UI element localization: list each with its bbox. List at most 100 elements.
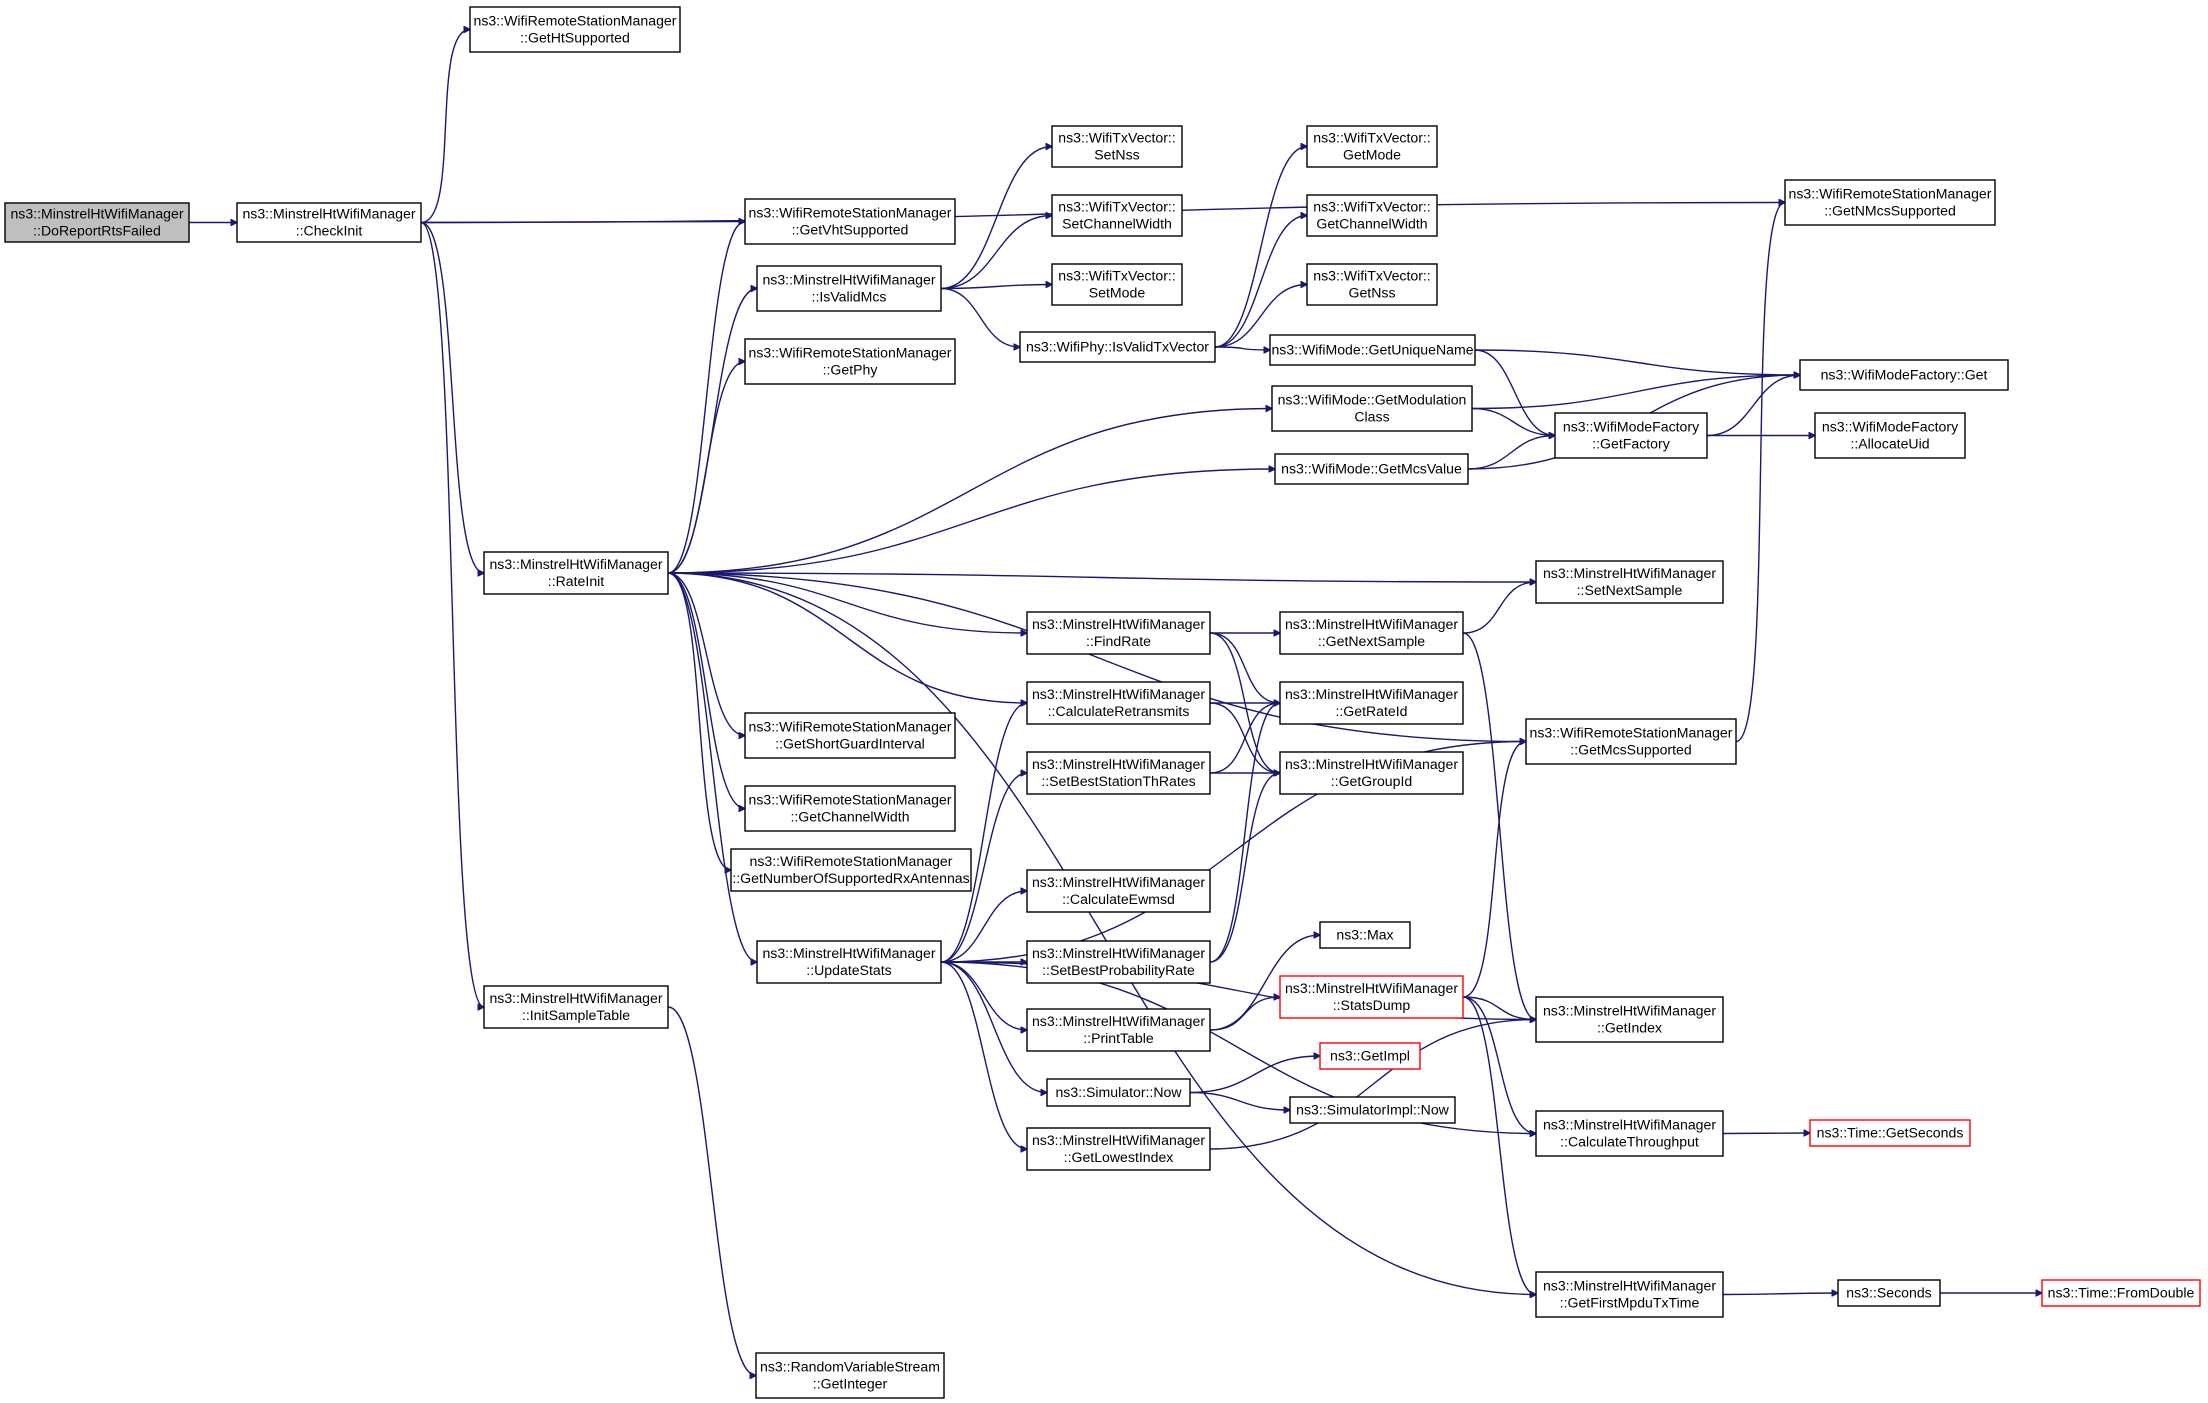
- edge-line: [667, 572, 1536, 582]
- node-box: [1271, 385, 1473, 432]
- node-root[interactable]: ns3::MinstrelHtWifiManager::DoReportRtsF…: [4, 202, 190, 243]
- node-getuname[interactable]: ns3::WifiMode::GetUniqueName: [1269, 334, 1476, 366]
- node-getindex[interactable]: ns3::MinstrelHtWifiManager::GetIndex: [1535, 996, 1724, 1043]
- node-isvalidmcs[interactable]: ns3::MinstrelHtWifiManager::IsValidMcs: [756, 265, 942, 312]
- node-getnmcs[interactable]: ns3::WifiRemoteStationManager::GetNMcsSu…: [1784, 179, 1996, 226]
- node-label: ::DoReportRtsFailed: [33, 223, 161, 239]
- node-getmcsvalue[interactable]: ns3::WifiMode::GetMcsValue: [1274, 453, 1469, 485]
- node-label: ns3::MinstrelHtWifiManager: [1285, 686, 1458, 702]
- node-label: ::UpdateStats: [806, 962, 891, 978]
- node-getinteger[interactable]: ns3::RandomVariableStream::GetInteger: [755, 1352, 945, 1399]
- node-setnextsample[interactable]: ns3::MinstrelHtWifiManager::SetNextSampl…: [1535, 560, 1724, 604]
- node-setmode[interactable]: ns3::WifiTxVector::SetMode: [1051, 263, 1183, 306]
- node-getseconds[interactable]: ns3::Time::GetSeconds: [1809, 1119, 1971, 1147]
- call-edges: [189, 30, 2042, 1376]
- edge-line: [1706, 375, 1800, 437]
- edge-setbestprob-to-getrateid: [1209, 703, 1280, 963]
- node-label: ::StatsDump: [1333, 997, 1411, 1013]
- edge-getfirstmpdu-to-seconds: [1722, 1293, 1838, 1295]
- edge-line: [420, 30, 470, 224]
- edge-line: [1462, 582, 1536, 634]
- node-label: ::IsValidMcs: [812, 289, 887, 305]
- node-fromdouble[interactable]: ns3::Time::FromDouble: [2041, 1279, 2201, 1307]
- node-getcw[interactable]: ns3::WifiRemoteStationManager::GetChanne…: [744, 785, 956, 832]
- node-checkinit[interactable]: ns3::MinstrelHtWifiManager::CheckInit: [236, 202, 422, 243]
- node-setnss[interactable]: ns3::WifiTxVector::SetNss: [1051, 125, 1183, 168]
- node-getcw2[interactable]: ns3::WifiTxVector::GetChannelWidth: [1306, 194, 1438, 237]
- node-label: ::SetBestStationThRates: [1041, 773, 1195, 789]
- node-box: [1289, 1096, 1456, 1124]
- node-findrate[interactable]: ns3::MinstrelHtWifiManager::FindRate: [1026, 611, 1211, 655]
- edge-updatestats-to-getlowest: [940, 961, 1027, 1149]
- node-label: GetMode: [1343, 147, 1401, 163]
- node-getht[interactable]: ns3::WifiRemoteStationManager::GetHtSupp…: [469, 6, 681, 53]
- node-mfget[interactable]: ns3::WifiModeFactory::Get: [1799, 359, 2009, 391]
- node-getnss[interactable]: ns3::WifiTxVector::GetNss: [1306, 263, 1438, 306]
- node-statsdump[interactable]: ns3::MinstrelHtWifiManager::StatsDump: [1279, 975, 1464, 1019]
- node-getmode[interactable]: ns3::WifiTxVector::GetMode: [1306, 125, 1438, 168]
- edge-line: [1214, 147, 1307, 348]
- edge-statsdump-to-getfirstmpdu: [1462, 996, 1536, 1295]
- node-box: [1019, 331, 1216, 363]
- node-label: ns3::WifiTxVector::: [1313, 199, 1430, 215]
- node-printtable[interactable]: ns3::MinstrelHtWifiManager::PrintTable: [1026, 1008, 1211, 1052]
- node-setbeststation[interactable]: ns3::MinstrelHtWifiManager::SetBestStati…: [1026, 751, 1211, 795]
- node-label: ns3::MinstrelHtWifiManager: [1032, 874, 1205, 890]
- node-label: ns3::MinstrelHtWifiManager: [489, 990, 662, 1006]
- edge-ratenit-to-getfirstmpdu: [667, 572, 1536, 1295]
- node-box: [1535, 1271, 1724, 1318]
- node-getimpl[interactable]: ns3::GetImpl: [1319, 1042, 1421, 1070]
- node-getvht[interactable]: ns3::WifiRemoteStationManager::GetVhtSup…: [744, 198, 956, 245]
- edge-getmcssupported-to-getnmcs: [1735, 203, 1785, 743]
- node-getsgi[interactable]: ns3::WifiRemoteStationManager::GetShortG…: [744, 712, 956, 759]
- node-initsample[interactable]: ns3::MinstrelHtWifiManager::InitSampleTa…: [483, 985, 669, 1029]
- node-box: [1554, 412, 1708, 459]
- node-getrateid[interactable]: ns3::MinstrelHtWifiManager::GetRateId: [1279, 681, 1464, 725]
- node-label: SetNss: [1094, 147, 1139, 163]
- node-allocuid[interactable]: ns3::WifiModeFactory::AllocateUid: [1814, 412, 1966, 459]
- node-label: ::GetInteger: [813, 1376, 888, 1392]
- node-label: ns3::SimulatorImpl::Now: [1296, 1102, 1450, 1118]
- edge-statsdump-to-calcthroughput: [1462, 996, 1536, 1134]
- node-isvalidtx[interactable]: ns3::WifiPhy::IsValidTxVector: [1019, 331, 1216, 363]
- edge-printtable-to-statsdump: [1209, 997, 1280, 1031]
- node-getgroupid[interactable]: ns3::MinstrelHtWifiManager::GetGroupId: [1279, 751, 1464, 795]
- edge-line: [1462, 996, 1536, 1134]
- node-calcthroughput[interactable]: ns3::MinstrelHtWifiManager::CalculateThr…: [1535, 1110, 1724, 1157]
- node-ratenit[interactable]: ns3::MinstrelHtWifiManager::RateInit: [483, 551, 669, 595]
- edge-line: [940, 285, 1052, 290]
- node-updatestats[interactable]: ns3::MinstrelHtWifiManager::UpdateStats: [756, 940, 942, 984]
- node-getfactory[interactable]: ns3::WifiModeFactory::GetFactory: [1554, 412, 1708, 459]
- node-setbestprob[interactable]: ns3::MinstrelHtWifiManager::SetBestProba…: [1026, 940, 1211, 984]
- edge-ratenit-to-getcw: [667, 572, 745, 809]
- edge-line: [1474, 349, 1555, 436]
- node-label: ::GetPhy: [823, 362, 879, 378]
- edge-setbeststation-to-getrateid: [1209, 703, 1280, 774]
- node-box: [1837, 1279, 1941, 1307]
- node-seconds[interactable]: ns3::Seconds: [1837, 1279, 1941, 1307]
- node-calcewmsd[interactable]: ns3::MinstrelHtWifiManager::CalculateEwm…: [1026, 869, 1211, 913]
- edge-updatestats-to-setbeststation: [940, 773, 1027, 963]
- edge-line: [1214, 346, 1270, 350]
- edge-line: [1462, 632, 1536, 1020]
- node-getlowest[interactable]: ns3::MinstrelHtWifiManager::GetLowestInd…: [1026, 1127, 1211, 1171]
- node-calcretrans[interactable]: ns3::MinstrelHtWifiManager::CalculateRet…: [1026, 681, 1211, 725]
- node-label: ns3::WifiRemoteStationManager: [749, 205, 952, 221]
- node-getnrx[interactable]: ns3::WifiRemoteStationManager::GetNumber…: [730, 848, 972, 892]
- node-label: ns3::MinstrelHtWifiManager: [1543, 1278, 1716, 1294]
- node-getmcssupported[interactable]: ns3::WifiRemoteStationManager::GetMcsSup…: [1525, 718, 1737, 765]
- node-max[interactable]: ns3::Max: [1319, 921, 1411, 949]
- node-simimplnow[interactable]: ns3::SimulatorImpl::Now: [1289, 1096, 1456, 1124]
- node-setcw[interactable]: ns3::WifiTxVector::SetChannelWidth: [1051, 194, 1183, 237]
- node-getnextsample[interactable]: ns3::MinstrelHtWifiManager::GetNextSampl…: [1279, 611, 1464, 655]
- node-getphy[interactable]: ns3::WifiRemoteStationManager::GetPhy: [744, 338, 956, 385]
- node-simnow[interactable]: ns3::Simulator::Now: [1046, 1078, 1191, 1107]
- node-label: ns3::MinstrelHtWifiManager: [489, 556, 662, 572]
- node-getfirstmpdu[interactable]: ns3::MinstrelHtWifiManager::GetFirstMpdu…: [1535, 1271, 1724, 1318]
- node-label: ::GetNextSample: [1318, 633, 1425, 649]
- node-box: [1274, 453, 1469, 485]
- edge-line: [940, 216, 1052, 290]
- node-label: ::GetVhtSupported: [792, 222, 909, 238]
- node-label: ns3::WifiModeFactory: [1563, 419, 1700, 435]
